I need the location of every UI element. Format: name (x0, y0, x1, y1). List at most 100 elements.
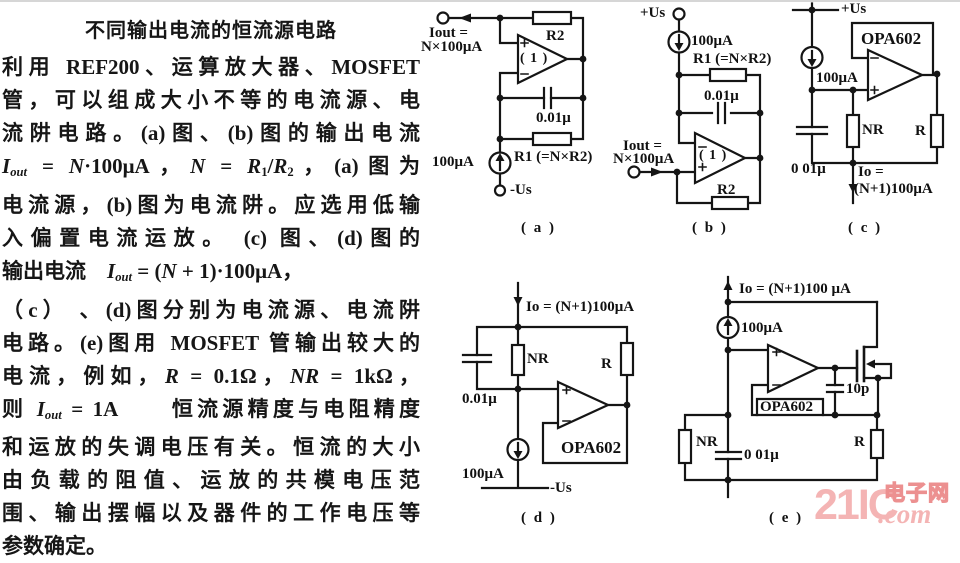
resistor-r (929, 113, 945, 149)
label-a-vneg: -Us (510, 182, 532, 198)
terminal (436, 11, 450, 25)
scan-edge-artifact (0, 0, 960, 2)
label-c-r: R (915, 123, 926, 139)
wire-arrowhead (651, 167, 663, 177)
opamp-triangle (693, 131, 748, 185)
terminal (672, 7, 686, 21)
label-b-gain: ( 1 ) (699, 148, 728, 163)
label-d-cap: 0.01μ (462, 391, 497, 407)
opamp-box (755, 397, 825, 417)
paragraph-line: 电流源，(b)图为电流阱。应选用低输 (2, 192, 421, 217)
capacitor (542, 86, 553, 110)
resistor-nr (845, 113, 861, 149)
opamp-plus-minus (870, 57, 879, 95)
output-arrowhead (723, 281, 733, 290)
label-d-io: Io = (N+1)100μA (526, 299, 635, 315)
resistor-r1 (708, 67, 748, 83)
current-arrowhead (807, 59, 817, 67)
mosfet-arrow (866, 359, 875, 369)
label-c-opamp: OPA602 (861, 29, 922, 48)
figure-label-e: ( e ) (769, 510, 804, 526)
paragraph-line: Iout = N·100μA，N = R1/R2，(a)图为 (2, 154, 421, 179)
label-e-r: R (854, 434, 865, 450)
paragraph-line: 利用 REF200、运算放大器、MOSFET (2, 55, 421, 79)
resistor-r (869, 428, 885, 460)
label-b-iout: Iout = (623, 138, 662, 154)
capacitor (795, 125, 829, 136)
watermark-cn-text: 电子网 (883, 481, 950, 505)
paragraph-line: 和运放的失调电压有关。恒流的大小 (2, 435, 420, 460)
figure-label-c: ( c ) (848, 220, 883, 236)
input-arrowhead (513, 297, 523, 306)
terminal (627, 165, 641, 179)
label-d-nr: NR (527, 351, 549, 367)
paragraph-line: 管，可以组成大小不等的电流源、电 (2, 88, 420, 112)
label-c-cs: 100μA (816, 70, 858, 86)
paragraph-line: 由负载的阻值、运放的共模电压范 (2, 468, 420, 493)
opamp-plus-minus (562, 385, 571, 422)
label-b-cs: 100μA (691, 33, 733, 49)
current-arrowhead (513, 451, 523, 459)
resistor-r2 (710, 195, 750, 211)
mosfet-leads (862, 300, 893, 417)
label-a-iout: Iout = (429, 25, 468, 41)
circuit-c-diagram (791, 2, 945, 205)
paragraph-line: 流阱电路。(a)图、(b)图的输出电流 (2, 121, 421, 145)
output-arrowhead (848, 184, 858, 193)
label-e-opamp: OPA602 (760, 399, 814, 415)
article-body: 利用 REF200、运算放大器、MOSFET 管，可以组成大小不等的电流源、电流阱… (2, 51, 422, 563)
label-b-iout-val: N×100μA (613, 151, 675, 167)
label-c-cap: 0 01μ (791, 161, 826, 177)
article: 不同输出电流的恒流源电路 利用 REF200、运算放大器、MOSFET 管，可以组… (2, 14, 422, 563)
opamp-triangle (766, 343, 821, 394)
capacitor (716, 101, 727, 125)
label-e-io: Io = (N+1)100 μA (739, 281, 851, 297)
feedback-loop (850, 21, 935, 75)
watermark-com-text: .com (878, 499, 932, 529)
resistor-nr (677, 428, 693, 465)
wire-arrowhead (459, 13, 471, 23)
feedback-loop (541, 403, 629, 465)
junction-dots (496, 14, 587, 143)
capacitor-10p (825, 383, 845, 394)
paragraph-line: 电流，例如，R = 0.1Ω，NR = 1kΩ， (2, 363, 421, 388)
mosfet (855, 300, 893, 417)
label-c-io: Io = (858, 164, 884, 180)
current-arrowhead (674, 43, 684, 51)
label-e-cs: 100μA (741, 320, 783, 336)
circuit-e-diagram (677, 275, 893, 499)
circuit-a-diagram (436, 10, 587, 197)
opamp-plus-minus (520, 38, 529, 75)
junction-dots (514, 323, 631, 409)
circuit-schematics (436, 2, 945, 499)
paragraph-line: 参数确定。 (2, 534, 107, 559)
label-a-cs: 100μA (432, 154, 474, 170)
paragraph-line: 电路。(e)图用 MOSFET 管输出较大的 (2, 330, 421, 355)
current-arrowhead (723, 318, 733, 326)
current-arrowhead (495, 153, 505, 161)
label-c-nr: NR (862, 122, 884, 138)
resistor-r1 (531, 131, 573, 147)
watermark-21ic-logo: 21IC (814, 481, 899, 529)
opamp-plus-minus (698, 146, 707, 172)
label-a-cap: 0.01μ (536, 110, 571, 126)
label-b-r2: R2 (717, 182, 736, 198)
article-title: 不同输出电流的恒流源电路 (85, 20, 337, 42)
label-b-cap: 0.01μ (704, 88, 739, 104)
figure-label-d: ( d ) (521, 510, 557, 526)
label-a-iout-val: N×100μA (421, 39, 483, 55)
label-a-r2: R2 (546, 28, 565, 44)
opamp-triangle (556, 380, 611, 430)
opamp-triangle (866, 48, 925, 102)
label-b-vpos: +Us (640, 5, 666, 21)
label-e-cap: 0 01μ (744, 447, 779, 463)
resistor-r (619, 341, 635, 377)
resistor-nr (510, 343, 526, 377)
label-e-10p: 10p (846, 381, 870, 397)
terminal (493, 184, 507, 197)
paragraph-line: 则 Iout = 1A 恒流源精度与电阻精度 (2, 396, 421, 422)
paragraph-line: 围、输出摆幅以及器件的工作电压等 (2, 501, 420, 526)
paragraph-line: 入偏置电流运放。 (c) 图、(d)图的 (2, 225, 421, 250)
label-a-r1: R1 (=N×R2) (514, 149, 593, 165)
